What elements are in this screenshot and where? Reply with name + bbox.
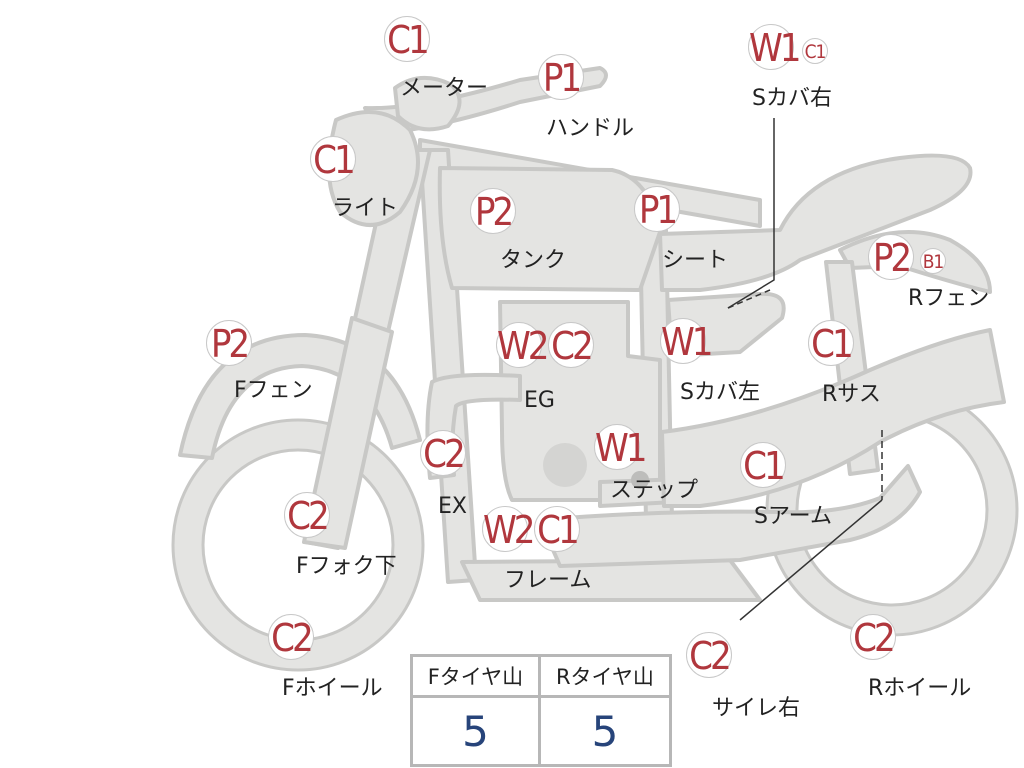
tire-table-header-row: Fタイヤ山 Rタイヤ山	[410, 654, 673, 698]
s-cover-left-code-1: W1	[660, 318, 714, 364]
s-cover-right-leader	[727, 118, 775, 309]
muffler-right-code-1: C2	[686, 632, 732, 678]
r-fender-code-2: B1	[920, 248, 946, 274]
f-wheel-code-1: C2	[268, 614, 314, 660]
exhaust-label: EX	[438, 494, 467, 519]
step-label: ステップ	[610, 478, 699, 503]
rear-tire-value: 5	[537, 695, 673, 767]
front-tire-header: Fタイヤ山	[410, 654, 541, 698]
fork-lower-shape	[302, 316, 394, 550]
muffler-shape	[538, 464, 922, 568]
muffler-right-label: サイレ右	[712, 696, 801, 721]
handle-code-1: P1	[538, 54, 584, 100]
frame-code-2: C1	[534, 506, 580, 552]
step-code-1: W1	[594, 424, 648, 470]
light-code-1: C1	[310, 136, 356, 182]
tire-table-value-row: 5 5	[410, 695, 673, 767]
handle-label: ハンドル	[546, 116, 635, 141]
tank-label: タンク	[500, 248, 567, 273]
r-suspension-label: Rサス	[822, 382, 881, 407]
s-cover-right-code-1: W1	[748, 24, 802, 70]
s-cover-right-label: Sカバ右	[752, 86, 832, 111]
front-tire-value: 5	[410, 695, 541, 767]
s-cover-right-code-2: C1	[802, 38, 828, 64]
f-wheel-label: Fホイール	[282, 676, 383, 701]
front-wheel-edge-inner	[201, 448, 395, 642]
r-wheel-code-1: C2	[850, 614, 896, 660]
f-fork-lower-label: Fフォク下	[296, 554, 397, 579]
tank-code-1: P2	[470, 188, 516, 234]
s-arm-code-1: C1	[740, 442, 786, 488]
seat-code-1: P1	[634, 186, 680, 232]
exhaust-code-1: C2	[420, 430, 466, 476]
step-peg-left	[631, 471, 649, 489]
engine-code-1: W2	[496, 322, 550, 368]
r-wheel-label: Rホイール	[868, 676, 972, 701]
rear-fender-shape	[838, 230, 992, 294]
muffler-right-leader	[739, 499, 883, 621]
meter-shape	[393, 76, 462, 132]
f-fork-lower-code-1: C2	[284, 492, 330, 538]
meter-code-1: C1	[384, 16, 430, 62]
front-wheel-edge-outer	[171, 418, 425, 672]
s-arm-label: Sアーム	[754, 504, 832, 529]
tire-tread-table: Fタイヤ山 Rタイヤ山 5 5	[410, 654, 673, 767]
rear-tire-header: Rタイヤ山	[537, 654, 673, 698]
light-label: ライト	[332, 196, 399, 221]
s-cover-right-leader-dash	[727, 289, 771, 309]
f-fender-code-1: P2	[206, 320, 252, 366]
seat-label: シート	[662, 248, 729, 273]
engine-cover-shape	[543, 443, 587, 487]
frame-label: フレーム	[504, 568, 592, 593]
f-fender-label: Fフェン	[234, 378, 313, 403]
frame-code-1: W2	[482, 506, 536, 552]
meter-label: メーター	[400, 76, 489, 101]
engine-code-2: C2	[548, 322, 594, 368]
engine-label: EG	[524, 388, 555, 413]
r-fender-code-1: P2	[868, 234, 914, 280]
seat-shape	[658, 153, 973, 292]
s-cover-left-label: Sカバ左	[680, 380, 760, 405]
r-suspension-code-1: C1	[808, 320, 854, 366]
r-fender-label: Rフェン	[908, 286, 990, 311]
